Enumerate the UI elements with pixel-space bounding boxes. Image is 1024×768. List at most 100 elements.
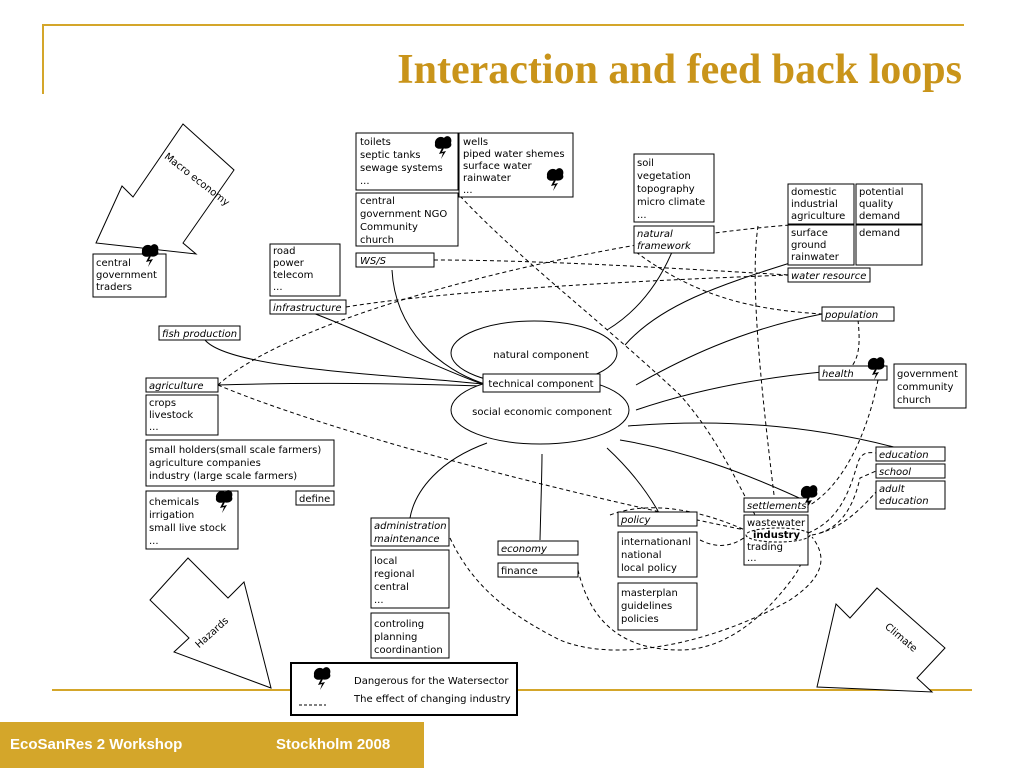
box-line: guidelines [621,601,672,612]
box-line: ground [791,240,826,251]
agriculture-label-box: agriculture [145,377,219,393]
box-line: regional [374,569,415,580]
industry-ellipse [745,527,811,543]
controling-box: controling planning coordinantion [370,612,450,659]
water-resource-label: water resource [791,271,866,282]
box-line: micro climate [637,197,705,208]
box-line: church [360,235,394,246]
masterplan-box: masterplan guidelines policies [617,582,698,631]
school-label: school [879,467,911,478]
ws-label-box: WS/S [355,252,435,268]
health-label: health [822,369,854,380]
box-line: crops [149,398,176,409]
adult-education-box: adult education [875,480,946,510]
road-box: road power telecom ... [269,243,341,297]
box-line: topography [637,184,695,195]
box-line: rainwater [791,252,840,263]
box-line: ... [374,595,384,606]
box-line: government [897,369,958,380]
box-line: industrial [791,199,838,210]
footer-bar: EcoSanRes 2 Workshop Stockholm 2008 [0,722,424,768]
climate-arrow: Climate [816,587,946,693]
box-line: church [897,395,931,406]
fish-production-label: fish production [162,329,237,340]
policy-label: policy [620,515,652,526]
legend-effect: The effect of changing industry [353,694,511,705]
domestic-box: domestic industrial agriculture [787,183,855,225]
box-line: septic tanks [360,150,420,161]
social-economic-component: social economic component [472,407,612,418]
box-line: wastewater [747,518,806,529]
define-label: define [299,494,330,505]
economy-label-box: economy [497,540,579,556]
legend-dangerous: Dangerous for the Watersector [354,676,509,687]
water-resource-label-box: water resource [787,267,871,283]
box-line: surface water [463,161,533,172]
hazards-arrow: Hazards [149,557,272,689]
fish-production-label-box: fish production [158,325,241,341]
box-line: ... [637,210,647,221]
box-line: agriculture [791,211,845,222]
local-box: local regional central ... [370,549,450,609]
policy-label-box: policy [617,511,698,527]
box-line: local [374,556,397,567]
footer-location: Stockholm 2008 [276,736,391,753]
settlements-label-box: settlements [743,497,809,513]
box-line: Community [360,222,418,233]
central-traders-box: central government traders [92,244,167,298]
box-line: small holders(small scale farmers) [149,445,321,456]
box-line: piped water shemes [463,149,565,160]
top-rule [44,24,964,26]
box-line: ... [273,282,283,293]
box-line: soil [637,158,654,169]
box-line: central [96,258,131,269]
natural-framework-label-box: natural framework [633,225,715,254]
natural-component: natural component [493,350,589,361]
box-line: trading [747,542,783,553]
dashed-connections [217,195,879,651]
box-line: small live stock [149,523,226,534]
admin-label-box: administration maintenance [370,517,450,547]
school-label-box: school [875,463,946,479]
infrastructure-label: infrastructure [273,303,341,314]
box-line: community [897,382,953,393]
box-line: domestic [791,187,837,198]
box-line: potential [859,187,903,198]
box-line: government NGO [360,209,447,220]
box-line: ... [463,185,473,196]
economy-label: economy [501,544,548,555]
box-line: government [96,270,157,281]
legend: Dangerous for the Watersector The effect… [290,662,518,716]
wastewater-box: wastewater industry trading ... [743,485,818,566]
technical-component: technical component [488,379,593,390]
box-line: ... [360,176,370,187]
left-rule [42,24,44,94]
box-line: central [374,582,409,593]
education-label-box: education [875,446,946,462]
admin-label-2: maintenance [374,534,440,545]
box-line: vegetation [637,171,691,182]
population-label-box: population [821,306,895,322]
box-line: education [879,496,929,507]
box-line: demand [859,211,900,222]
box-line: telecom [273,270,313,281]
central-gov-box: central government NGO Community church [355,192,459,247]
infrastructure-label-box: infrastructure [269,299,347,315]
education-label: education [879,450,929,461]
box-line: agriculture companies [149,458,261,469]
footer-workshop: EcoSanRes 2 Workshop [10,736,183,753]
box-line: industry [753,530,800,541]
surface-box: surface ground rainwater [787,224,855,266]
international-box: internationanl national local policy [617,531,698,578]
box-line: internationanl [621,537,691,548]
box-line: quality [859,199,893,210]
box-line: planning [374,632,417,643]
macro-economy-arrow: Macro economy [95,123,235,255]
box-line: local policy [621,563,677,574]
slide-title: Interaction and feed back loops [397,47,962,93]
box-line: ... [149,536,159,547]
box-line: industry (large scale farmers) [149,471,297,482]
holders-box: small holders(small scale farmers) agric… [145,439,335,487]
natural-framework-label-2: framework [637,241,692,252]
